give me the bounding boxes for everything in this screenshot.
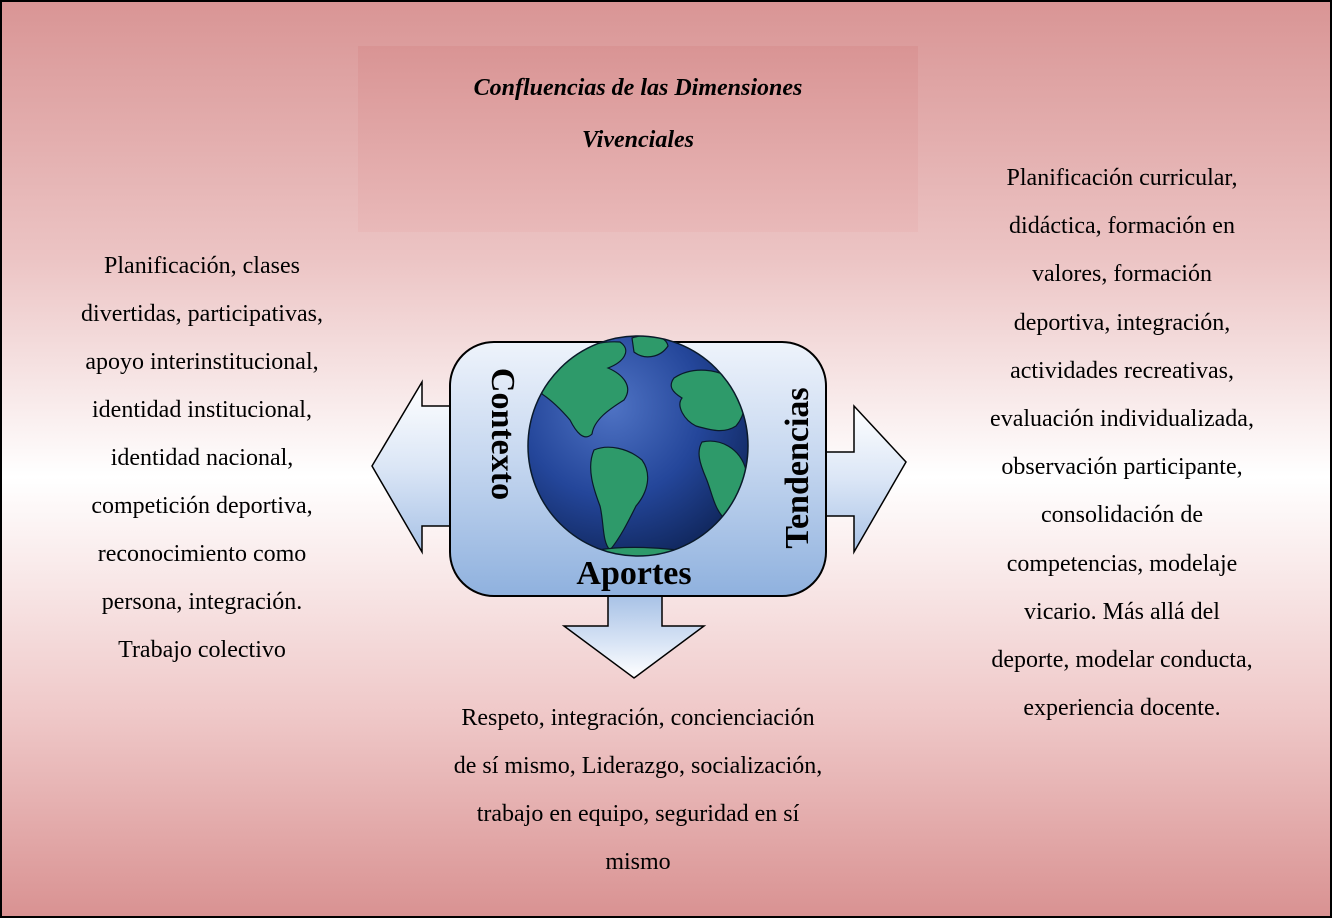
right-line: evaluación individualizada, [990, 406, 1254, 433]
globe-icon [527, 335, 749, 557]
label-aportes: Aportes [576, 555, 692, 592]
bottom-line: mismo [605, 849, 671, 875]
title-line-2: Vivenciales [582, 127, 694, 153]
left-line: apoyo interinstitucional, [85, 349, 319, 375]
right-line: competencias, modelaje [1006, 550, 1238, 577]
right-arrow [823, 404, 907, 555]
right-line: observación participante, [1001, 454, 1243, 481]
left-line: Trabajo colectivo [118, 637, 286, 663]
left-line: competición deportiva, [91, 493, 313, 519]
right-line: deporte, modelar conducta, [991, 647, 1253, 674]
right-line: vicario. Más allá del [1024, 598, 1220, 625]
bottom-line: Respeto, integración, concienciación [461, 705, 815, 731]
right-line: valores, formación [1032, 261, 1212, 288]
title-box: Confluencias de las Dimensiones Vivencia… [358, 46, 918, 232]
down-arrow [561, 595, 707, 679]
diagram-title: Confluencias de las Dimensiones Vivencia… [358, 62, 918, 166]
right-line: consolidación de [1041, 502, 1203, 529]
right-line: Planificación curricular, [1006, 165, 1238, 191]
bottom-line: trabajo en equipo, seguridad en sí [476, 801, 800, 827]
right-line: actividades recreativas, [1010, 357, 1234, 384]
left-arrow [371, 379, 451, 555]
right-line: didáctica, formación en [1009, 213, 1235, 240]
right-line: deportiva, integración, [1013, 309, 1231, 336]
title-line-1: Confluencias de las Dimensiones [473, 75, 803, 101]
bottom-text-block: Respeto, integración, concienciación de … [374, 694, 902, 886]
label-tendencias: Tendencias [779, 387, 816, 549]
left-line: persona, integración. [101, 589, 303, 615]
label-contexto: Contexto [484, 367, 521, 501]
left-line: identidad nacional, [110, 445, 294, 471]
right-text-block: Planificación curricular, didáctica, for… [922, 154, 1322, 732]
left-line: Planificación, clases [104, 253, 300, 279]
left-text-block: Planificación, clases divertidas, partic… [14, 242, 390, 674]
right-line: experiencia docente. [1023, 695, 1221, 722]
left-line: identidad institucional, [92, 397, 312, 423]
bottom-line: de sí mismo, Liderazgo, socialización, [453, 753, 823, 779]
left-line: divertidas, participativas, [81, 301, 323, 327]
left-line: reconocimiento como [97, 541, 307, 567]
